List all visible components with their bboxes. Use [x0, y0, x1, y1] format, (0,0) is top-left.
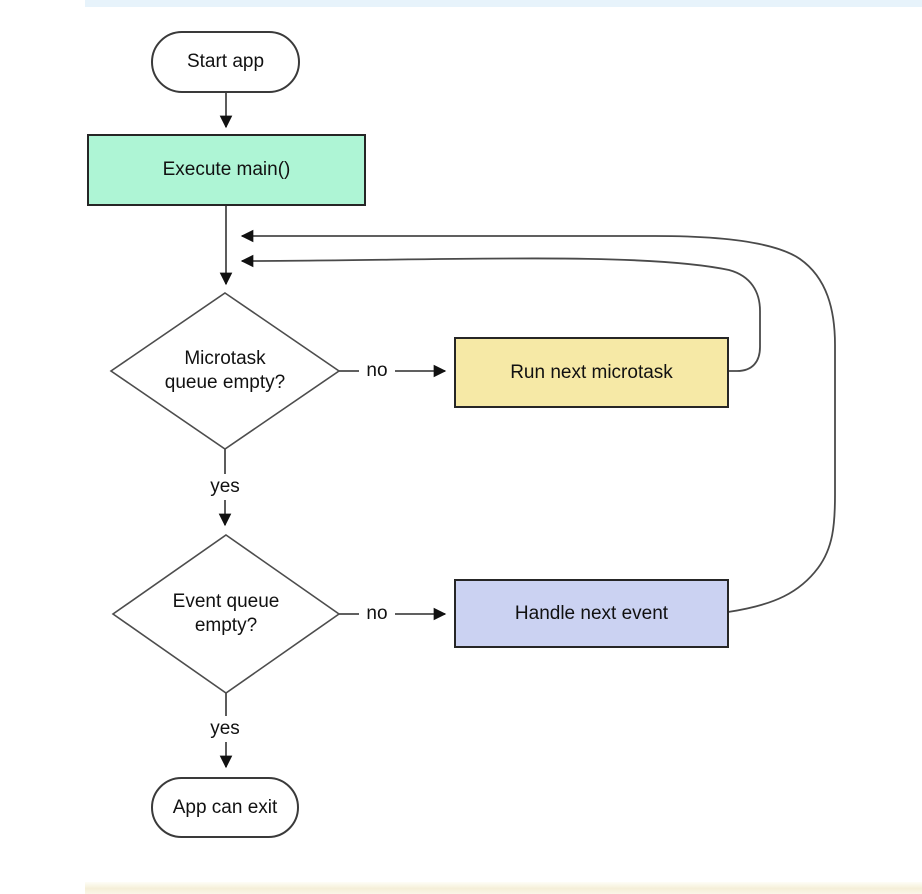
exit-node-shape	[151, 777, 299, 838]
start-node-shape	[151, 31, 300, 93]
event-no-label: no	[359, 602, 395, 626]
handle-event-node-shape	[454, 579, 729, 648]
edge-handle-event-return-loop	[240, 229, 836, 613]
run-microtask-node-shape	[454, 337, 729, 408]
microtask-no-label: no	[359, 359, 395, 383]
run-microtask-node-label: Run next microtask	[510, 361, 673, 383]
event-decision-shape	[111, 534, 341, 694]
event-decision-label: Event queue empty?	[172, 591, 280, 636]
execute-main-node-label: Execute main()	[162, 159, 291, 181]
microtask-decision-shape	[109, 292, 341, 450]
microtask-decision-label: Microtask queue empty?	[164, 348, 286, 393]
execute-main-node-shape	[87, 134, 366, 206]
start-node-label: Start app	[186, 51, 265, 73]
exit-node-label: App can exit	[172, 796, 278, 818]
top-accent-bar	[85, 0, 922, 7]
bottom-accent-bar	[85, 882, 922, 894]
edge-run-microtask-return-loop	[240, 254, 761, 372]
handle-event-node-label: Handle next event	[514, 602, 669, 624]
microtask-yes-label: yes	[202, 474, 248, 500]
event-yes-label: yes	[202, 716, 248, 742]
